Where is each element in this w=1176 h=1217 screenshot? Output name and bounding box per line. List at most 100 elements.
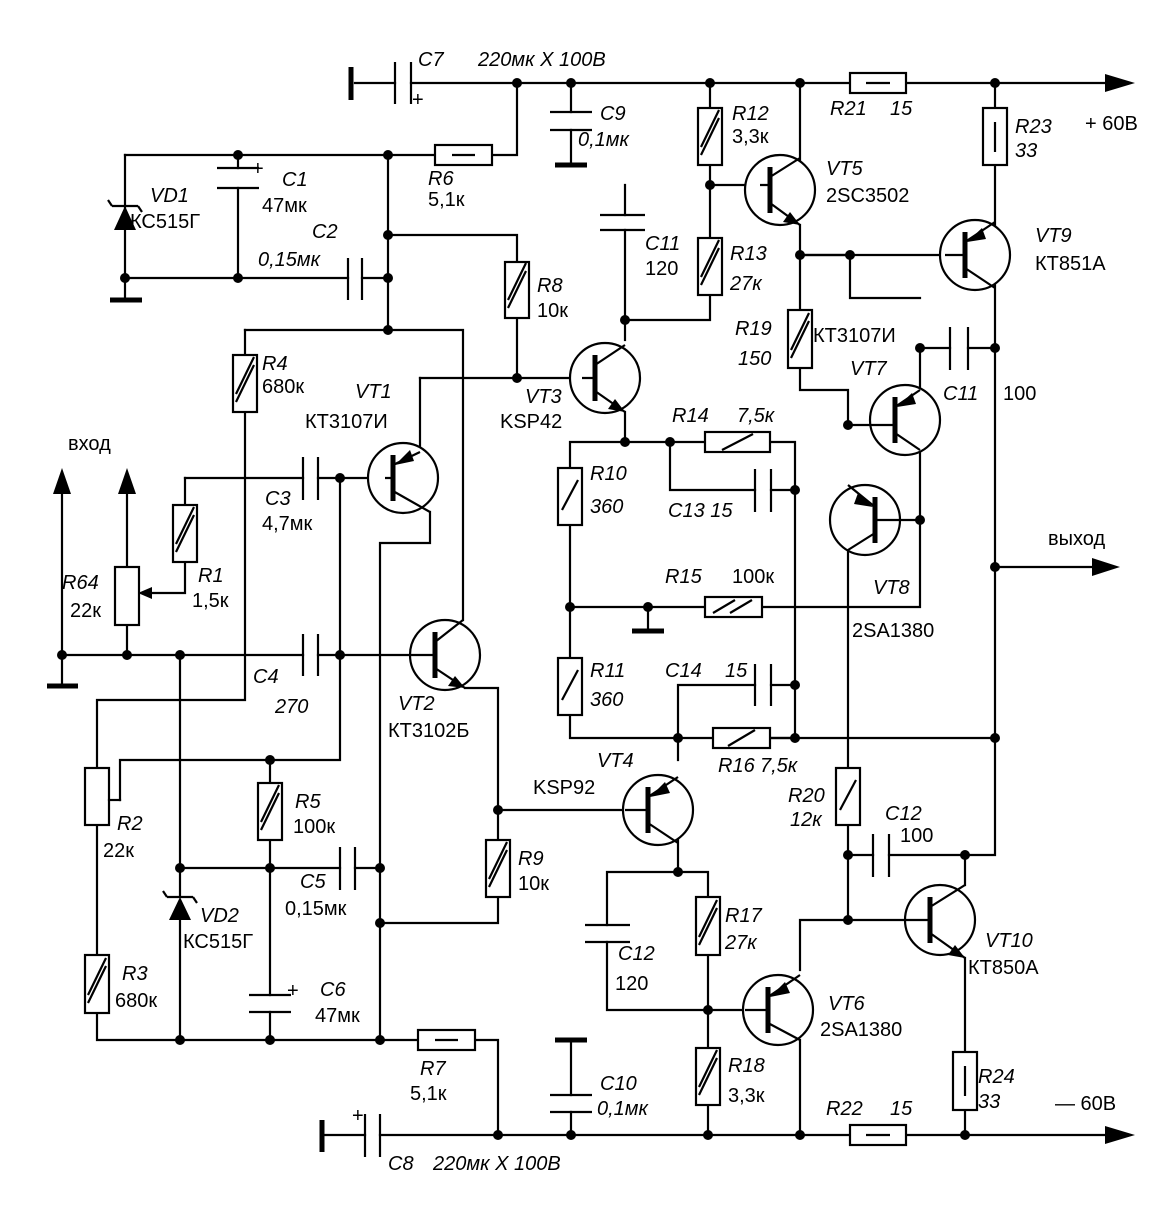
- c7-plates: [393, 62, 413, 104]
- vd2-type: КС515Г: [183, 931, 253, 953]
- vt9-type: КТ851А: [1035, 253, 1106, 275]
- vt3-type: KSP42: [500, 411, 562, 433]
- r18-value: 3,3к: [728, 1085, 765, 1107]
- r12-value: 3,3к: [732, 126, 769, 148]
- r6-label: R6: [428, 168, 454, 190]
- c13-plates: [753, 469, 773, 512]
- c4-value: 270: [274, 696, 308, 718]
- vminus-label: — 60В: [1055, 1093, 1116, 1115]
- r22-value: 15: [890, 1098, 913, 1120]
- r17-value: 27к: [724, 932, 758, 954]
- c9-label: C9: [600, 103, 626, 125]
- vd2-label: VD2: [200, 905, 239, 927]
- vt5-type: 2SC3502: [826, 185, 909, 207]
- c11a-plates: [600, 213, 645, 232]
- r9-label: R9: [518, 848, 544, 870]
- input-arrow-1: [53, 468, 71, 494]
- c1-value: 47мк: [262, 195, 307, 217]
- c1-label: C1: [282, 169, 308, 191]
- vd1-label: VD1: [150, 185, 189, 207]
- c11a-value: 120: [645, 258, 678, 280]
- r11-value: 360: [590, 689, 623, 711]
- labels: C7 220мк X 100В + C9 0,1мк R12 3,3к R21 …: [62, 49, 1138, 1175]
- vt8-symbol: [828, 483, 902, 557]
- zener-diodes: [107, 199, 198, 920]
- vt7-type: КТ3107И: [813, 325, 896, 347]
- c6-value: 47мк: [315, 1005, 360, 1027]
- c2-plates: [346, 258, 364, 300]
- c14-label: C14: [665, 660, 702, 682]
- vt7-label: VT7: [850, 358, 888, 380]
- r7-value: 5,1к: [410, 1083, 447, 1105]
- output-label: выход: [1048, 528, 1105, 550]
- r64-label: R64: [62, 572, 99, 594]
- c4-plates: [301, 634, 320, 676]
- r14-value: 7,5к: [737, 405, 776, 427]
- c2-label: C2: [312, 221, 338, 243]
- r5-label: R5: [295, 791, 321, 813]
- vt10-type: КТ850А: [968, 957, 1039, 979]
- r21-label: R21: [830, 98, 867, 120]
- grounds: [47, 67, 664, 1152]
- r64-body: [113, 565, 141, 627]
- r19-label: R19: [735, 318, 772, 340]
- c1-plates: [217, 166, 259, 190]
- r24-value: 33: [978, 1091, 1000, 1113]
- r10-label: R10: [590, 463, 627, 485]
- r23-label: R23: [1015, 116, 1052, 138]
- r1-label: R1: [198, 565, 224, 587]
- vt7-symbol: [868, 383, 942, 457]
- c12a-value: 120: [615, 973, 648, 995]
- vt4-type: KSP92: [533, 777, 595, 799]
- vt4-label: VT4: [597, 750, 634, 772]
- vt6-symbol: [741, 973, 815, 1047]
- vt1-type: КТ3107И: [305, 411, 388, 433]
- c5-plates: [338, 847, 357, 890]
- r18-label: R18: [728, 1055, 765, 1077]
- junction-dots: [57, 78, 1000, 1140]
- c8-plus: +: [352, 1105, 364, 1127]
- r4-value: 680к: [262, 376, 304, 398]
- c8-value: 220мк X 100В: [432, 1153, 561, 1175]
- c3-plates: [301, 457, 320, 500]
- r6-value: 5,1к: [428, 189, 465, 211]
- r10-body: [556, 466, 584, 527]
- r14-label: R14: [672, 405, 709, 427]
- r5-value: 100к: [293, 816, 335, 838]
- r20-value: 12к: [790, 809, 823, 831]
- r8-value: 10к: [537, 300, 568, 322]
- vt5-symbol: [743, 153, 817, 227]
- vt3-label: VT3: [525, 386, 562, 408]
- c2-value: 0,15мк: [258, 249, 322, 271]
- r19-value: 150: [738, 348, 771, 370]
- c13-label: C13 15: [668, 500, 733, 522]
- c9-value: 0,1мк: [578, 129, 631, 151]
- r21-value: 15: [890, 98, 913, 120]
- r24-body: [951, 1050, 979, 1112]
- r16-label: R16: [718, 755, 756, 777]
- c10-value: 0,1мк: [597, 1098, 650, 1120]
- c12b-plates: [871, 834, 891, 877]
- r23-value: 33: [1015, 140, 1037, 162]
- r22-label: R22: [826, 1098, 863, 1120]
- c1-plus: +: [252, 158, 264, 180]
- vt10-symbol: [903, 883, 977, 959]
- c12b-label: C12: [885, 803, 922, 825]
- vt4-symbol: [621, 773, 695, 847]
- c6-plates: [249, 993, 291, 1014]
- r3-value: 680к: [115, 990, 157, 1012]
- r2-label: R2: [117, 813, 143, 835]
- capacitors: [217, 62, 970, 1157]
- c7-value: 220мк X 100В: [477, 49, 606, 71]
- c14-plates: [753, 664, 773, 706]
- r13-label: R13: [730, 243, 767, 265]
- r20-body: [834, 766, 862, 827]
- c14-value: 15: [725, 660, 748, 682]
- vt5-label: VT5: [826, 158, 864, 180]
- r23-body: [981, 106, 1009, 167]
- vplus-arrow: [1105, 74, 1135, 92]
- vt10-label: VT10: [985, 930, 1033, 952]
- r64-value: 22к: [70, 600, 101, 622]
- c3-value: 4,7мк: [262, 513, 313, 535]
- c6-label: C6: [320, 979, 346, 1001]
